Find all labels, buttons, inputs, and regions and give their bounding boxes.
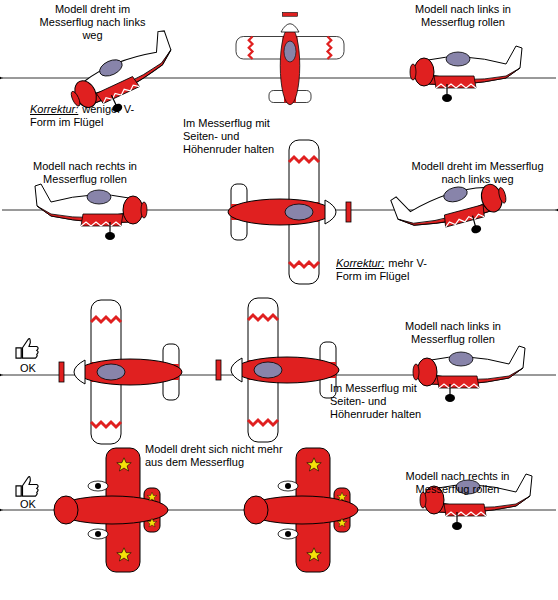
annotation-text: Modell nach rechts in Messerflug rollen [385, 470, 530, 496]
ok-label: OK [20, 498, 50, 511]
annotation-text: Modell dreht im Messerflug nach links we… [30, 3, 155, 42]
annotation-text: Im Messerflug mit Seiten- und Höhenruder… [330, 382, 440, 421]
annotation-text: Modell nach links in Messerflug rollen [398, 3, 528, 29]
annotation-text: Modell nach rechts in Messerflug rollen [15, 160, 155, 186]
correction-heading: Korrektur: [30, 103, 78, 115]
ok-label: OK [20, 362, 50, 375]
annotation-text: Im Messerflug mit Seiten- und Höhenruder… [183, 117, 298, 156]
annotation-text: Modell nach links in Messerflug rollen [378, 320, 528, 346]
correction-note: Korrektur:weniger V-Form im Flügel [30, 103, 140, 129]
correction-heading: Korrektur: [336, 257, 384, 269]
annotation-text: Modell dreht im Messerflug nach links we… [405, 160, 550, 186]
annotation-text: Modell dreht sich nicht mehr aus dem Mes… [145, 443, 295, 469]
correction-note: Korrektur:mehr V-Form im Flügel [336, 257, 446, 283]
